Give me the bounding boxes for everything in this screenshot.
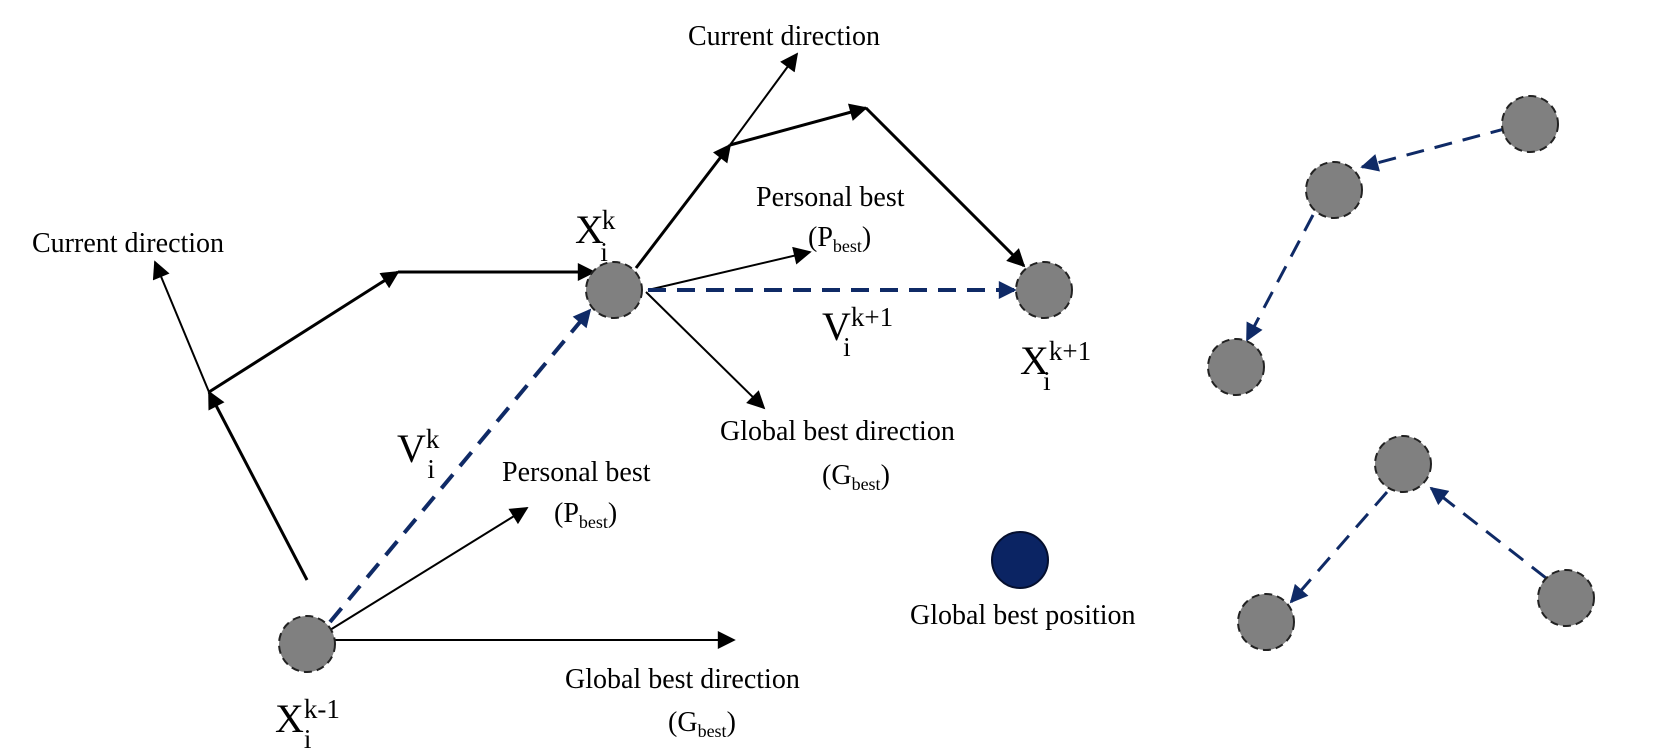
arrow-current-direction-2-ext bbox=[729, 52, 799, 146]
labels: Current direction Current direction Pers… bbox=[32, 21, 1136, 754]
left-vector-diagram bbox=[152, 260, 736, 649]
label-pbest-top: (Pbest) bbox=[808, 222, 871, 256]
middle-vector-diagram bbox=[634, 52, 1026, 410]
label-gbest-middle: (Gbest) bbox=[822, 460, 890, 494]
label-global-best-direction-bottom: Global best direction bbox=[565, 664, 800, 695]
swarm-dashed-arrow-1 bbox=[1360, 126, 1509, 172]
arrow-current-direction-2 bbox=[634, 143, 732, 269]
particles bbox=[278, 95, 1595, 673]
arrow-path-segment-4 bbox=[864, 106, 1026, 268]
swarm-dashed-arrow-4 bbox=[1289, 491, 1389, 604]
label-global-best-position: Global best position bbox=[910, 600, 1136, 631]
label-personal-best-top: Personal best bbox=[756, 182, 905, 213]
swarm-particle-4 bbox=[1374, 435, 1432, 493]
swarm-group bbox=[1245, 126, 1547, 604]
particle-xi-k-minus-1 bbox=[278, 615, 336, 673]
swarm-dashed-arrow-2 bbox=[1245, 214, 1315, 342]
arrow-personal-best-1 bbox=[329, 507, 529, 631]
label-personal-best-bottom: Personal best bbox=[502, 457, 651, 488]
arrow-personal-best-2 bbox=[647, 246, 812, 291]
arrow-current-direction-1 bbox=[207, 390, 309, 581]
particle-xi-k-plus-1 bbox=[1015, 261, 1073, 319]
global-best-particle bbox=[991, 531, 1049, 589]
swarm-particle-3 bbox=[1207, 338, 1265, 396]
label-current-direction-left: Current direction bbox=[32, 228, 224, 259]
label-current-direction-top: Current direction bbox=[688, 21, 880, 52]
velocity-vk-dashed-arrow bbox=[328, 308, 592, 624]
label-pbest-bottom: (Pbest) bbox=[554, 498, 617, 532]
swarm-particle-5 bbox=[1537, 569, 1595, 627]
arrow-path-segment-3 bbox=[729, 103, 868, 147]
label-gbest-bottom: (Gbest) bbox=[668, 707, 736, 741]
particle-xi-k bbox=[585, 261, 643, 319]
swarm-dashed-arrow-3 bbox=[1429, 486, 1547, 580]
swarm-particle-2 bbox=[1305, 161, 1363, 219]
arrow-global-best-2 bbox=[645, 291, 766, 410]
arrow-path-segment-1 bbox=[208, 270, 400, 394]
swarm-particle-1 bbox=[1501, 95, 1559, 153]
arrow-current-direction-1-ext bbox=[152, 260, 210, 393]
swarm-particle-6 bbox=[1237, 593, 1295, 651]
label-global-best-direction-middle: Global best direction bbox=[720, 416, 955, 447]
